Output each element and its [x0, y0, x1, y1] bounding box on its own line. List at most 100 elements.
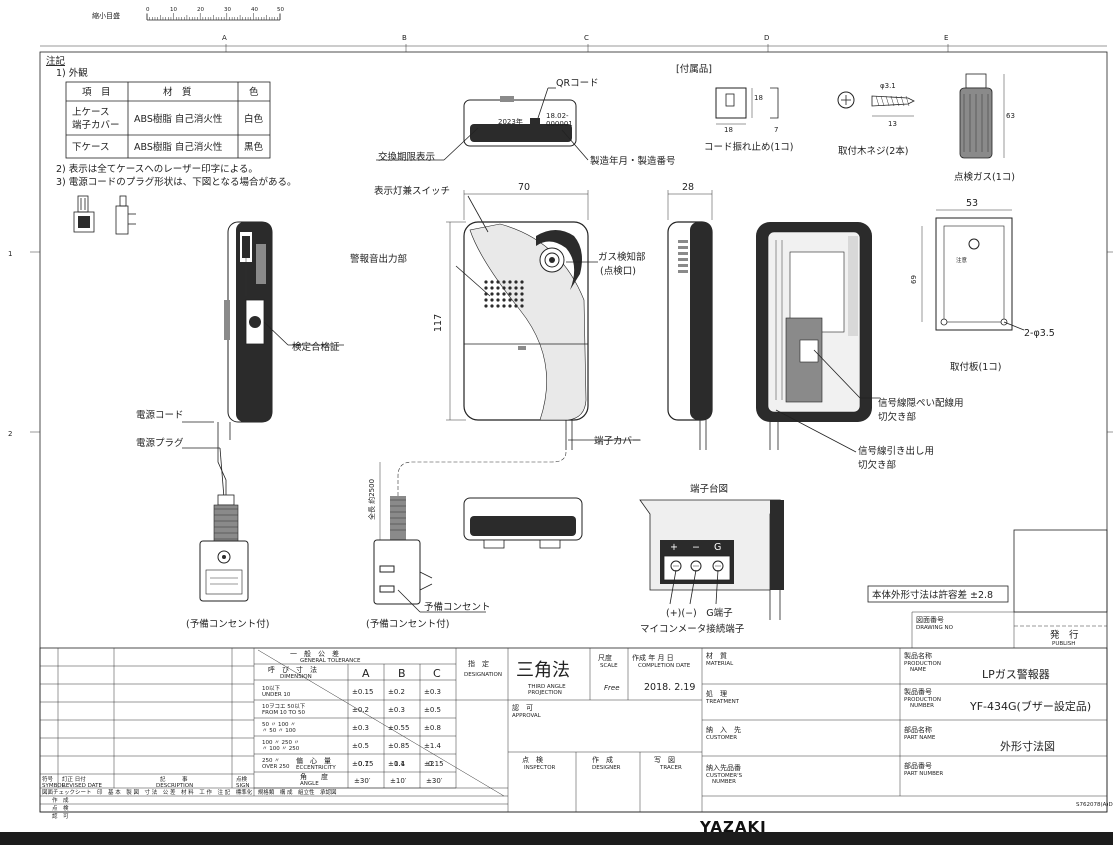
publish: 発 行	[1050, 629, 1079, 641]
dim-stop-d: 7	[774, 126, 778, 134]
designer-en: DESIGNER	[592, 765, 621, 771]
label-signal1-2: 切欠き部	[878, 411, 916, 423]
label-signal2: 信号線引き出し用	[858, 445, 934, 457]
dim-stop-h: 18	[754, 94, 763, 102]
accessories: [付属品] 18 18 7 コード振れ止め(1コ) φ3.1 13 取付木ネジ(…	[676, 64, 1015, 183]
table-head-material: 材 質	[163, 86, 192, 98]
top-view: 2023年 18.02- 000001 QRコード 交換期限表示 製造年月・製造…	[376, 78, 676, 167]
doc-code: S762078(A)D	[1076, 802, 1113, 808]
print-num2: 000001	[546, 120, 573, 128]
tol-value-b: ±0.55	[388, 724, 409, 732]
tol-value-b: ±0.3	[388, 706, 405, 714]
approval: 認 可	[512, 703, 533, 712]
angle-label: 角 度	[300, 772, 328, 781]
label-exchange: 交換期限表示	[378, 151, 435, 163]
mounting-plate: 53 注意 69 2-φ3.5 取付板(1コ)	[910, 198, 1055, 373]
projection-en-2: PROJECTION	[528, 690, 562, 696]
angle-b: ±10′	[390, 777, 407, 785]
customer-num-en-2: NUMBER	[712, 779, 736, 785]
label-qr: QRコード	[556, 78, 599, 89]
back-view: 信号線隠ぺい配線用 切欠き部 信号線引き出し用 切欠き部	[756, 222, 964, 471]
designation-en: DESIGNATION	[464, 672, 502, 678]
plug-drawings	[73, 195, 136, 235]
bottom-view	[463, 497, 583, 549]
acc-plate: 取付板(1コ)	[950, 361, 1001, 373]
print-year: 2023年	[498, 117, 523, 126]
tol-title: 一 般 公 差	[290, 649, 339, 658]
ecc-c: 0.15	[428, 760, 444, 768]
customer: 納 入 先	[706, 725, 741, 734]
label-mfg: 製造年月・製造番号	[590, 155, 676, 167]
approval-en: APPROVAL	[512, 713, 542, 719]
dim-label: 呼 び 寸 法	[268, 665, 317, 674]
terminal-title: 端子台図	[690, 483, 728, 495]
tol-value-a: ±0.15	[352, 688, 373, 696]
terminal-note2: マイコンメータ接続端子	[640, 623, 745, 635]
designation: 指 定	[468, 659, 489, 668]
created-label-en: COMPLETION DATE	[638, 663, 691, 669]
tolerance-note: 本体外形寸法は許容差 ±2.8	[872, 589, 993, 601]
label-cord: 電源コード	[136, 410, 184, 421]
grid-col-b: B	[402, 34, 407, 42]
plate-note: 注意	[956, 256, 968, 264]
label-signal1: 信号線隠ぺい配線用	[878, 397, 964, 409]
rev-col-symbol: 符号	[42, 775, 54, 783]
scale-tick: 20	[197, 7, 204, 13]
label-gas-detect-2: (点検口)	[600, 265, 636, 277]
tol-range: 250 〃	[262, 758, 280, 764]
inspector: 点 検	[522, 755, 543, 764]
table-cell: 上ケース	[72, 107, 110, 118]
scale-tick: 40	[251, 7, 258, 13]
angle-a: ±30′	[354, 777, 371, 785]
inspector-en: INSPECTOR	[524, 765, 556, 771]
table-head-item: 項 目	[82, 87, 111, 98]
label-holes: 2-φ3.5	[1024, 328, 1055, 339]
grid-col-e: E	[944, 34, 948, 42]
product-num-value: YF-434G(ブザー設定品)	[969, 699, 1091, 713]
tol-value-c: ±0.8	[424, 724, 441, 732]
treatment: 処 理	[706, 689, 727, 698]
spare-outlet-view: 全長 約2500 予備コンセント (予備コンセント付)	[366, 451, 567, 630]
drawing-no-en: DRAWING NO	[916, 625, 954, 631]
designer: 作 成	[592, 755, 613, 764]
note-3: 3) 電源コードのプラグ形状は、下図となる場合がある。	[56, 176, 297, 188]
rev-col-desc-en: DESCRIPTION	[156, 783, 193, 789]
dim-plate-w: 53	[966, 198, 978, 209]
tol-value-a: ±0.2	[352, 706, 369, 714]
product-name-en-1: PRODUCTION	[904, 661, 941, 667]
rev-col-sign: 点検	[236, 775, 248, 783]
sign-row-3: 認 可	[52, 812, 69, 820]
customer-en: CUSTOMER	[706, 735, 737, 741]
grid-row-2: 2	[8, 430, 12, 438]
ecc-b: 0.1	[394, 760, 405, 768]
dim-width: 70	[518, 182, 530, 193]
ecc-label-en: ECCENTRICITY	[296, 765, 336, 771]
part-name-value: 外形寸法図	[1000, 739, 1055, 753]
print-num1: 18.02-	[546, 112, 569, 120]
tol-range: 10ヲコエ 50以下	[262, 703, 306, 710]
part-name-en: PART NAME	[904, 735, 936, 741]
projection-en-1: THIRD ANGLE	[527, 684, 566, 690]
product-num-en-2: NUMBER	[910, 703, 934, 709]
customer-num: 納入先品番	[706, 763, 741, 772]
product-num-en-1: PRODUCTION	[904, 697, 941, 703]
tol-value-b: ±1.4	[388, 760, 406, 768]
acc-screw: 取付木ネジ(2本)	[838, 145, 908, 157]
tol-range-en: FROM 10 TO 50	[262, 710, 305, 716]
tol-value-a: ±0.3	[352, 724, 369, 732]
table-cell: 端子カバー	[72, 119, 120, 131]
screw-dia: φ3.1	[880, 82, 896, 90]
created-label: 作成 年 月 日	[632, 653, 674, 662]
label-plug: 電源プラグ	[136, 437, 184, 449]
sign-row-2: 点 検	[52, 804, 69, 812]
part-num-en: PART NUMBER	[904, 771, 943, 777]
material: 材 質	[706, 651, 727, 660]
label-switch: 表示灯兼スイッチ	[374, 185, 450, 197]
note-1: 1) 外観	[56, 67, 88, 79]
drawing-no: 図面番号	[916, 616, 944, 624]
dim-screw-l: 13	[888, 120, 897, 128]
tol-col-a: A	[362, 667, 370, 680]
acc-title: [付属品]	[676, 64, 712, 75]
part-name: 部品名称	[904, 725, 932, 734]
